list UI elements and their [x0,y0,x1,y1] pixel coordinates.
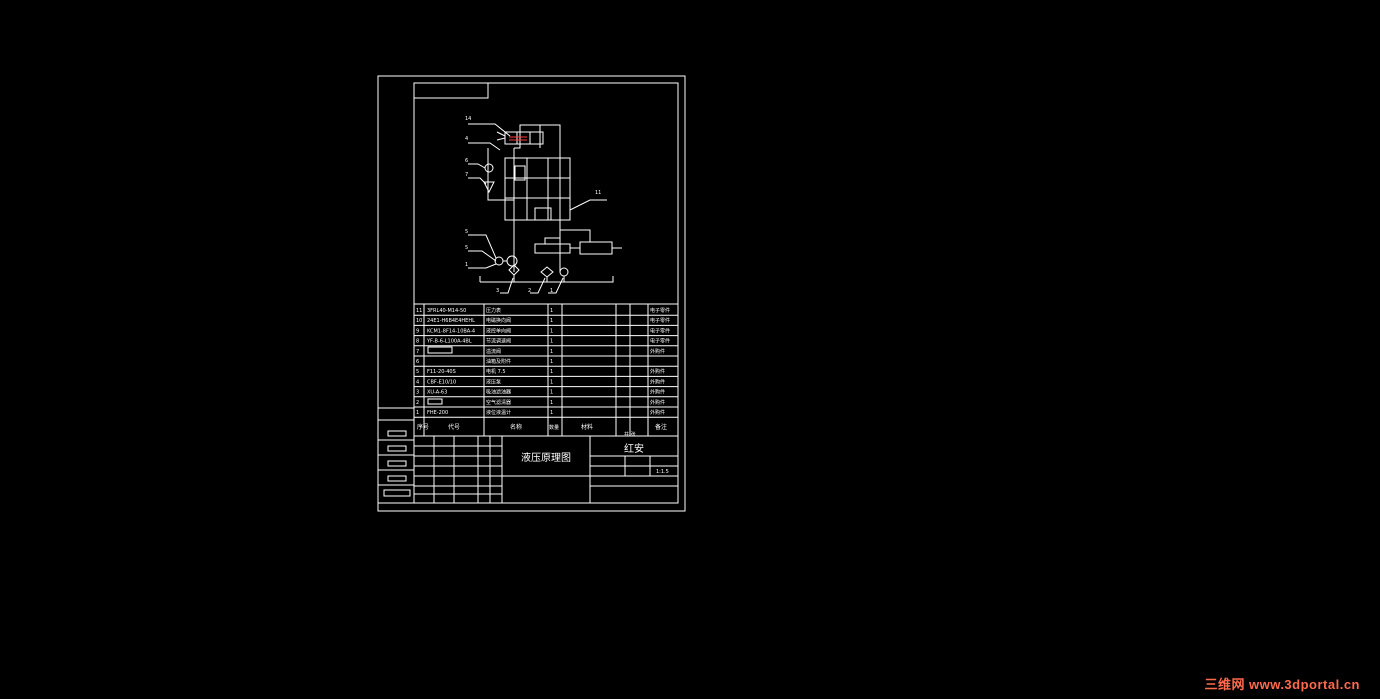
watermark-brand: 三维网 [1204,677,1245,692]
callout-labels: 14 4 6 7 11 5 5 1 3 2 1 [465,116,601,294]
parts-cell-no: 1 [416,410,419,416]
parts-list-header: 序号 代号 名称 数量 材料 备注 [417,423,667,431]
callout-label: 11 [595,190,601,196]
parts-cell-no: 8 [416,339,419,345]
callout-label: 3 [496,288,499,294]
parts-cell-note: 电子零件 [650,307,670,314]
parts-cell-no: 9 [416,328,419,334]
header-qty: 数量 [549,424,559,431]
parts-cell-name: 溢流阀 [486,348,501,355]
parts-cell-qty: 1 [550,339,553,345]
parts-cell-code: CBF-E10/10 [427,379,456,385]
parts-cell-note: 外购件 [650,409,665,416]
parts-cell-no: 10 [416,318,422,324]
parts-cell-name: 压力表 [486,307,501,314]
parts-cell-note: 外购件 [650,389,665,396]
callout-label: 5 [465,229,468,235]
header-material: 材料 [581,423,593,431]
schematic-lines [468,123,622,294]
parts-cell-code: FHE-200 [427,410,448,416]
parts-cell-note: 电子零件 [650,317,670,324]
parts-cell-qty: 1 [550,308,553,314]
header-no: 序号 [417,423,429,431]
parts-cell-code: 3FRL40-M14-50 [427,308,466,314]
parts-cell-qty: 1 [550,328,553,334]
designer-name: 红安 [624,442,644,455]
reversed-code-box [413,82,489,99]
parts-cell-qty: 1 [550,390,553,396]
parts-cell-note: 外购件 [650,378,665,385]
callout-label: 2 [528,288,531,294]
parts-cell-note: 电子零件 [650,338,670,345]
parts-cell-no: 5 [416,369,419,375]
parts-cell-code: F11-20-40S [427,369,456,375]
sheet-label: 共 张 [624,431,636,438]
parts-cell-code: KCM1-8F14-10BA-4 [427,328,475,334]
header-note: 备注 [655,423,667,431]
parts-cell-name: 液控单向阀 [486,327,511,334]
parts-cell-qty: 1 [550,349,553,355]
parts-cell-note: 外购件 [650,399,665,406]
parts-cell-code: YF-B-6-L100A-4BL [426,339,472,345]
drawing-scale: 1:1.5 [656,469,669,475]
title-block-grid [377,346,679,504]
callout-label: 4 [465,136,468,142]
parts-cell-name: 吸油滤油器 [486,389,511,396]
parts-cell-name: 节流调速阀 [486,338,511,345]
parts-cell-qty: 1 [550,318,553,324]
parts-cell-no: 11 [416,308,422,314]
watermark-url: www.3dportal.cn [1248,677,1360,692]
parts-cell-name: 液压泵 [486,378,501,385]
callout-label: 6 [465,158,468,164]
parts-cell-no: 3 [416,390,419,396]
callout-label: 7 [465,172,468,178]
callout-label: 5 [465,245,468,251]
drawing-title: 液压原理图 [521,451,571,464]
parts-cell-code: XU-A-63 [427,390,447,396]
parts-cell-name: 液位液温计 [486,409,511,416]
parts-cell-name: 油箱及附件 [486,358,511,365]
parts-cell-note: 外购件 [650,348,665,355]
sheet-outer-border [377,75,686,512]
parts-cell-name: 电磁换向阀 [486,317,511,324]
parts-cell-no: 7 [416,349,419,355]
parts-cell-code: 24E1-H6B4E4HEHL [427,318,475,324]
parts-cell-no: 4 [416,379,419,385]
parts-cell-no: 2 [416,400,419,406]
parts-cell-name: 电机 7.5 [486,368,506,375]
header-name: 名称 [510,423,522,431]
parts-cell-qty: 1 [550,369,553,375]
parts-cell-qty: 1 [550,410,553,416]
parts-cell-qty: 1 [550,400,553,406]
parts-cell-note: 电子零件 [650,327,670,334]
parts-cell-name: 空气滤清器 [486,399,511,406]
header-code: 代号 [448,423,460,431]
callout-label: 1 [550,288,553,294]
callout-label: 1 [465,262,468,268]
parts-cell-note: 外购件 [650,368,665,375]
parts-cell-no: 6 [416,359,419,365]
parts-cell-qty: 1 [550,379,553,385]
highlighted-valve-detail [509,136,527,141]
parts-cell-qty: 1 [550,359,553,365]
callout-label: 14 [465,116,471,122]
